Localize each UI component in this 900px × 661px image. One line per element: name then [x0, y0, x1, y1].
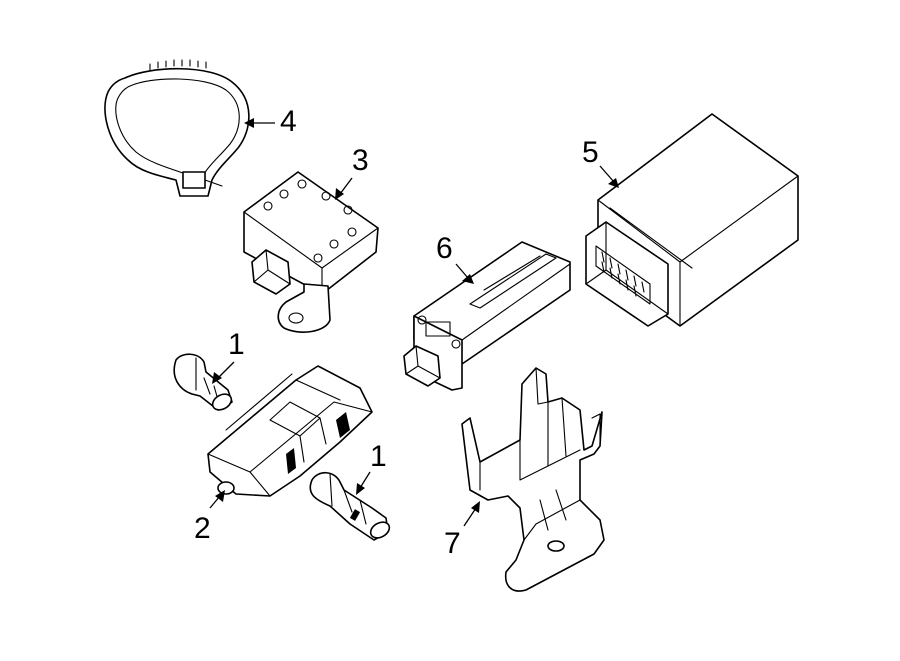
callout-5: 5	[582, 136, 599, 169]
callout-2-leader	[209, 490, 225, 509]
callout-4: 4	[280, 105, 297, 138]
part-6-sensor-module	[403, 241, 571, 391]
callout-1a-leader	[212, 361, 235, 384]
part-4-sensor-strap	[104, 59, 250, 197]
part-5-relay-box	[585, 113, 799, 327]
callout-4-leader	[244, 118, 275, 128]
part-3-control-module	[243, 171, 379, 333]
callout-3-leader	[335, 177, 353, 200]
callout-7-leader	[463, 501, 480, 527]
callout-1b: 1	[370, 440, 387, 473]
part-1-valve-stem-lower	[309, 471, 391, 541]
callout-6-leader	[455, 263, 474, 284]
callout-1b-leader	[356, 471, 371, 495]
part-1-valve-stem-upper	[173, 353, 233, 411]
callout-3: 3	[352, 144, 369, 177]
part-2-tpms-sensor	[207, 365, 373, 497]
callout-1a: 1	[228, 328, 245, 361]
callout-6: 6	[436, 232, 453, 265]
callout-2: 2	[194, 512, 211, 545]
callout-7: 7	[444, 527, 461, 560]
part-7-mounting-bracket	[461, 367, 605, 592]
callout-5-leader	[599, 165, 619, 188]
